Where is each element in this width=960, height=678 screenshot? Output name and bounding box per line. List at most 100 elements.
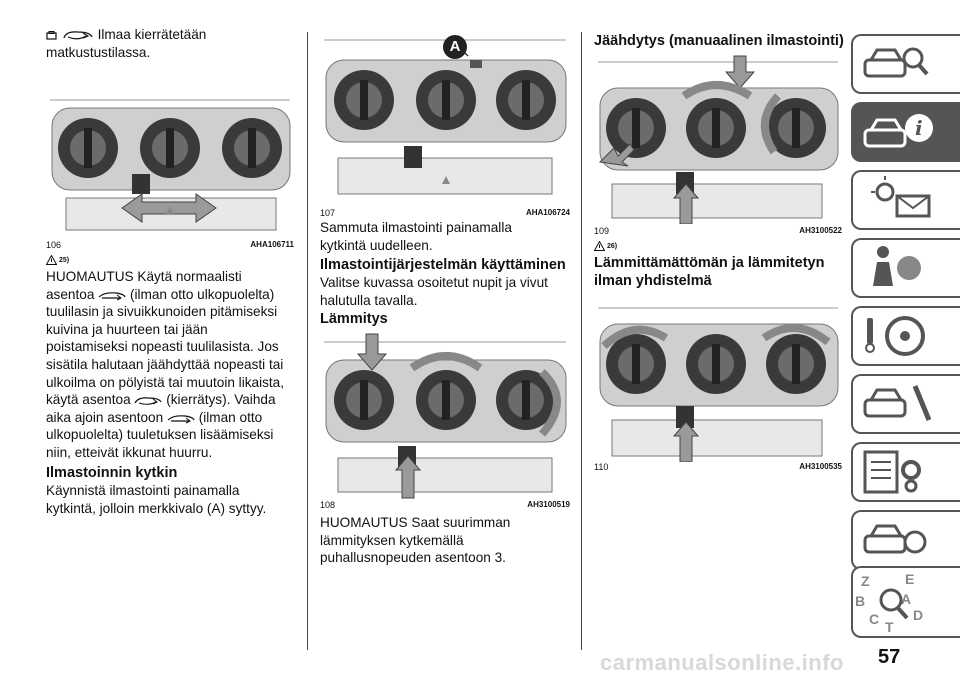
note-line: puhallusnopeuden asentoon 3.	[320, 550, 506, 566]
note-line: ulkopuolelta) tuuletuksen lisäämiseksi	[46, 427, 274, 443]
note-line: (ilman otto	[198, 409, 263, 425]
warning-reference: 26)	[594, 241, 617, 251]
figure-107-caption: 107 AHA106724	[320, 208, 570, 218]
steering-start-icon	[865, 316, 925, 356]
section-heading: Lämmittämättömän ja lämmitetyn ilman yhd…	[594, 254, 824, 290]
page-number: 57	[878, 646, 901, 668]
warning-triangle-icon	[46, 255, 57, 265]
note-line: (ilman otto ulkopuolelta)	[129, 286, 275, 302]
tab-car-info[interactable]: i	[851, 102, 960, 162]
index-letter: T	[885, 619, 894, 635]
specifications-icon	[863, 524, 927, 554]
index-letter: D	[913, 607, 923, 623]
figure-code: AH3100535	[799, 462, 842, 471]
figure-107: A 107 AHA106724	[320, 30, 570, 222]
note-line: lämmityksen kytkemällä	[320, 532, 464, 548]
outside-air-icon	[98, 291, 126, 301]
note-line: kuivina ja huurteen tai jään	[46, 321, 208, 337]
index-letter: E	[905, 571, 914, 587]
figure-number: 110	[594, 462, 609, 472]
warning-number: 25)	[59, 256, 70, 264]
section-heading: Jäähdytys (manuaalinen ilmastointi)	[594, 33, 844, 49]
recirculation-icon	[134, 397, 162, 405]
index-letter: B	[855, 593, 865, 609]
column-divider	[307, 32, 308, 650]
maintenance-icon	[863, 450, 921, 494]
note-line: niin, etteivät ikkunat huurru.	[46, 444, 213, 460]
callout-label-a: A	[443, 35, 467, 59]
section-heading: Lämmitys	[320, 311, 388, 327]
warning-triangle-icon	[594, 241, 605, 251]
note-line: HUOMAUTUS Saat suurimman	[320, 515, 511, 530]
section-heading: Ilmastoinnin kytkin	[46, 465, 178, 481]
note-line: sisätila halutaan jäähdyttää nopeasti ta…	[46, 356, 284, 372]
tab-specifications[interactable]	[851, 510, 960, 570]
watermark: carmanualsonline.info	[600, 650, 844, 675]
index-letter: A	[901, 591, 911, 607]
column-divider	[581, 32, 582, 650]
figure-106-caption: 106 AHA106711	[46, 240, 294, 250]
figure-109-caption: 109 AH3100522	[594, 226, 842, 236]
breakdown-tools-icon	[863, 385, 932, 421]
figure-108-caption: 108 AH3100519	[320, 500, 570, 510]
intro-line2: matkustustilassa.	[46, 44, 151, 60]
tab-emergency[interactable]	[851, 374, 960, 434]
body-text: Käynnistä ilmastointi painamalla kytkint…	[46, 482, 294, 517]
tab-maintenance[interactable]	[851, 442, 960, 502]
tab-dashboard[interactable]	[851, 34, 960, 94]
tab-safety[interactable]	[851, 238, 960, 298]
figure-106: 106 AHA106711	[46, 70, 294, 252]
car-info-icon: i	[863, 114, 933, 148]
figure-number: 108	[320, 500, 336, 510]
section-heading: Ilmastointijärjestelmän käyttäminen	[320, 257, 566, 273]
heading-line: ilman yhdistelmä	[594, 273, 712, 289]
climate-panel-107-illustration	[324, 39, 567, 195]
outside-air-icon	[167, 414, 195, 424]
figure-number: 106	[46, 240, 62, 250]
index-letter: Z	[861, 573, 870, 589]
figure-110-caption: 110 AH3100535	[594, 462, 842, 472]
note-line: HUOMAUTUS Käytä normaalisti	[46, 269, 242, 284]
figure-109: 109 AH3100522	[594, 52, 842, 238]
body-line: Sammuta ilmastointi painamalla	[320, 220, 512, 235]
body-text: Sammuta ilmastointi painamalla kytkintä …	[320, 219, 570, 254]
note-line: käytä asentoa	[46, 392, 131, 408]
note-line: aika ajoin asentoon	[46, 409, 164, 425]
recirculation-icon	[63, 31, 93, 40]
dashboard-search-icon	[863, 47, 929, 78]
heading-line: Lämmittämättömän ja lämmitetyn	[594, 255, 825, 271]
note-line: (kierrätys). Vaihda	[166, 392, 276, 408]
svg-text:i: i	[915, 116, 923, 140]
figure-108: 108 AH3100519	[320, 330, 570, 514]
warning-number: 26)	[607, 242, 618, 250]
body-line: Käynnistä ilmastointi painamalla	[46, 483, 240, 498]
note-paragraph: HUOMAUTUS Saat suurimman lämmityksen kyt…	[320, 514, 570, 567]
figure-number: 107	[320, 208, 336, 218]
climate-panel-109-cooling-illustration	[598, 55, 839, 225]
intro-line1: Ilmaa kierrätetään	[97, 27, 207, 42]
tab-index[interactable]: Z E B A C T D	[851, 566, 960, 638]
index-letter: C	[869, 611, 879, 627]
warning-lights-icon	[871, 176, 931, 218]
figure-number: 109	[594, 226, 610, 236]
tab-warning-lights[interactable]	[851, 170, 960, 230]
body-line: Valitse kuvassa osoitetut nupit ja vivut	[320, 275, 548, 290]
body-line: kytkintä uudelleen.	[320, 237, 433, 253]
note-line: poistamiseksi nopeasti tuulilasista. Jos	[46, 339, 279, 355]
tab-starting-driving[interactable]	[851, 306, 960, 366]
figure-code: AH3100519	[527, 500, 570, 509]
body-text: Valitse kuvassa osoitetut nupit ja vivut…	[320, 274, 570, 309]
note-line: ulkoilma on pölyistä tai muutoin likaist…	[46, 374, 285, 390]
body-line: halutulla tavalla.	[320, 292, 418, 308]
warning-reference: 25)	[46, 255, 69, 265]
figure-110: 110 AH3100535	[594, 302, 842, 476]
climate-panel-108-heating-illustration	[324, 333, 567, 499]
climate-panel-110-mixed-illustration	[598, 307, 839, 463]
note-line: asentoa	[46, 286, 95, 302]
note-line: tuulilasin ja sivuikkunoiden pitämiseksi	[46, 304, 278, 320]
figure-code: AH3100522	[799, 226, 842, 235]
index-icon: Z E B A C T D	[855, 571, 923, 635]
figure-code: AHA106724	[525, 208, 570, 217]
car-outline-icon	[46, 31, 57, 40]
figure-code: AHA106711	[250, 240, 294, 249]
